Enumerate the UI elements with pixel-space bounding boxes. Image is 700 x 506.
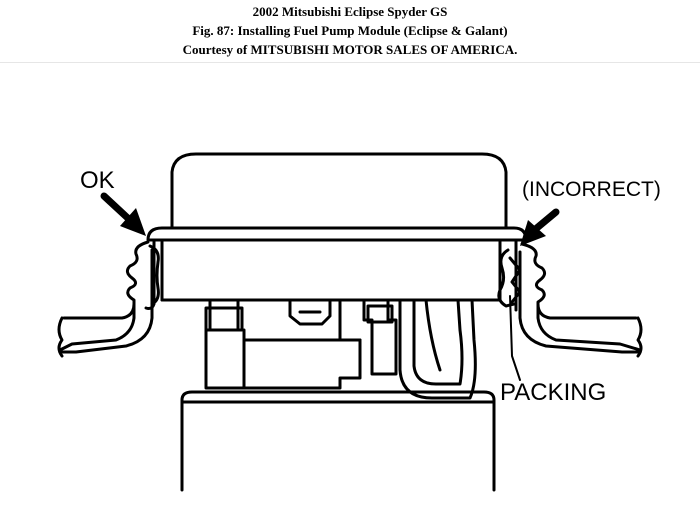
ok-arrow: [100, 192, 146, 236]
right-tank-wall-inner: [518, 250, 642, 354]
module-body: [160, 238, 502, 302]
right-connector-cap: [366, 304, 394, 324]
figure-caption: Fig. 87: Installing Fuel Pump Module (Ec…: [192, 23, 508, 38]
fuel-hose-outer: [398, 298, 477, 400]
right-tank-break: [636, 316, 643, 358]
left-tank-wall-inner: [60, 248, 154, 354]
center-fitting: [288, 298, 332, 326]
fuel-hose-bend: [424, 298, 442, 372]
packing-leader-line: [509, 295, 521, 381]
right-tank-top: [536, 302, 638, 320]
fuel-hose-inner: [412, 298, 464, 386]
figure-header: 2002 Mitsubishi Eclipse Spyder GS Fig. 8…: [0, 0, 700, 59]
right-tank-wall: [520, 242, 642, 352]
pump-cylinder: [180, 390, 496, 492]
flange-plate: [146, 226, 528, 242]
right-packing-fold: [508, 256, 522, 304]
courtesy-line: Courtesy of MITSUBISHI MOTOR SALES OF AM…: [182, 42, 518, 57]
right-packing-ring: [497, 248, 516, 308]
left-tank-wall: [58, 240, 150, 352]
label-packing: PACKING: [500, 379, 606, 406]
left-connector-stem: [208, 298, 240, 332]
left-packing-ring: [148, 244, 160, 306]
left-connector-base: [204, 328, 246, 390]
label-incorrect: (INCORRECT): [522, 178, 661, 201]
label-ok: OK: [80, 167, 115, 194]
left-connector-block: [204, 306, 244, 332]
center-housing: [242, 338, 362, 390]
incorrect-arrow: [520, 208, 560, 246]
left-tank-break: [57, 316, 64, 358]
header-divider: [0, 62, 700, 63]
vehicle-title: 2002 Mitsubishi Eclipse Spyder GS: [252, 4, 448, 19]
module-cover: [170, 152, 508, 230]
left-tank-top: [62, 302, 136, 320]
right-connector: [362, 298, 398, 376]
